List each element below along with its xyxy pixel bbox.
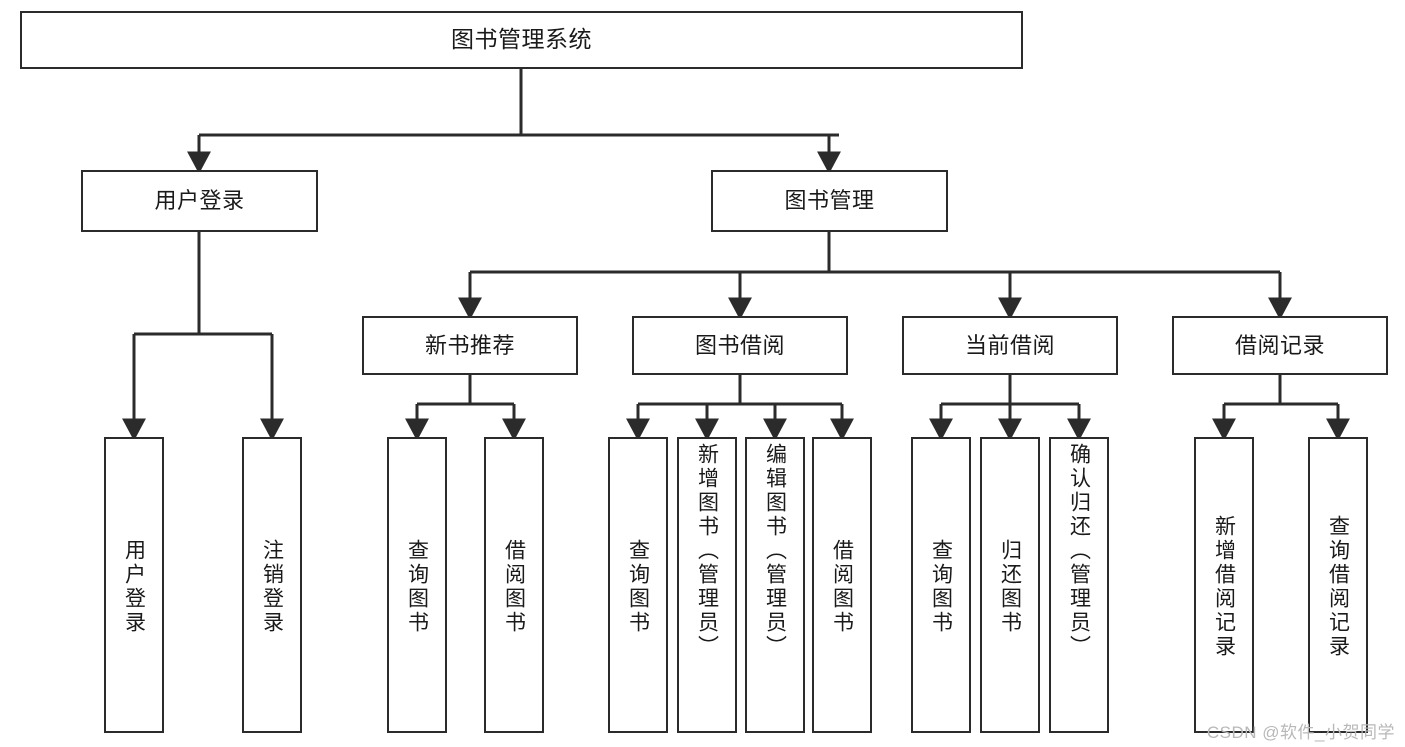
node-label: 借阅图书 — [502, 539, 526, 635]
node-label: 注销登录 — [260, 539, 284, 635]
leaf-current-query-book[interactable]: 查询图书 — [911, 437, 971, 733]
node-label: 查询借阅记录 — [1326, 515, 1350, 659]
node-label: 用户登录 — [122, 539, 146, 635]
node-label: 当前借阅 — [964, 332, 1055, 358]
leaf-recommend-query-book[interactable]: 查询图书 — [387, 437, 447, 733]
node-user-login[interactable]: 用户登录 — [81, 170, 318, 232]
node-label: 图书借阅 — [694, 332, 785, 358]
node-borrow-record[interactable]: 借阅记录 — [1172, 316, 1388, 375]
leaf-record-query-record[interactable]: 查询借阅记录 — [1308, 437, 1368, 733]
leaf-user-login[interactable]: 用户登录 — [104, 437, 164, 733]
node-label: 图书管理系统 — [451, 26, 592, 53]
node-label: 查询图书 — [405, 539, 429, 635]
node-label: 编辑图书（管理员） — [763, 443, 787, 659]
node-label: 查询图书 — [929, 539, 953, 635]
leaf-borrow-query-book[interactable]: 查询图书 — [608, 437, 668, 733]
node-book-borrow[interactable]: 图书借阅 — [632, 316, 848, 375]
node-label: 新增图书（管理员） — [695, 443, 719, 659]
node-current-borrow[interactable]: 当前借阅 — [902, 316, 1118, 375]
node-new-book-recommend[interactable]: 新书推荐 — [362, 316, 578, 375]
node-label: 图书管理 — [784, 188, 875, 214]
node-label: 借阅记录 — [1234, 332, 1325, 358]
leaf-borrow-borrow-book[interactable]: 借阅图书 — [812, 437, 872, 733]
leaf-record-add-record[interactable]: 新增借阅记录 — [1194, 437, 1254, 733]
node-root-system[interactable]: 图书管理系统 — [20, 11, 1023, 69]
leaf-borrow-edit-book-admin[interactable]: 编辑图书（管理员） — [745, 437, 805, 733]
csdn-watermark: CSDN @软件_小贺同学 — [1206, 723, 1395, 742]
node-label: 归还图书 — [998, 539, 1022, 635]
node-label: 查询图书 — [626, 539, 650, 635]
node-label: 新增借阅记录 — [1212, 515, 1236, 659]
node-label: 新书推荐 — [424, 332, 515, 358]
leaf-recommend-borrow-book[interactable]: 借阅图书 — [484, 437, 544, 733]
node-label: 确认归还（管理员） — [1067, 443, 1091, 659]
leaf-current-confirm-return-admin[interactable]: 确认归还（管理员） — [1049, 437, 1109, 733]
leaf-user-logout[interactable]: 注销登录 — [242, 437, 302, 733]
node-book-management[interactable]: 图书管理 — [711, 170, 948, 232]
node-label: 借阅图书 — [830, 539, 854, 635]
leaf-current-return-book[interactable]: 归还图书 — [980, 437, 1040, 733]
node-label: 用户登录 — [154, 188, 245, 214]
leaf-borrow-add-book-admin[interactable]: 新增图书（管理员） — [677, 437, 737, 733]
